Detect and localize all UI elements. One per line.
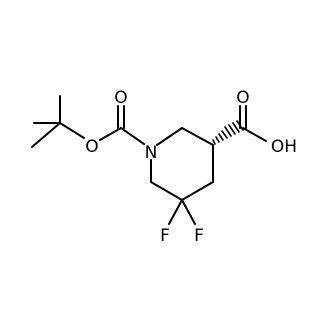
atom-label-o-carbonyl-boc: O xyxy=(114,88,127,108)
atom-label-o-carbonyl-acid: O xyxy=(236,88,249,108)
bond-tbu-methyl-bottom xyxy=(31,122,61,148)
stereo-hashed-wedge xyxy=(212,120,244,145)
atom-label-f-left: F xyxy=(160,226,170,246)
bond-ring-c5-c6 xyxy=(150,181,183,201)
bond-ring-c2-c3 xyxy=(181,127,214,146)
bond-tbu-oxygen xyxy=(59,122,85,139)
bond-ring-c4-c5 xyxy=(181,181,214,201)
atom-label-oh-acid: OH xyxy=(271,137,297,157)
bond-c5-fluorine-left xyxy=(168,199,183,225)
bond-acid-carbon-hydroxyl xyxy=(242,127,267,142)
bond-c5-fluorine-right xyxy=(181,199,196,225)
atom-label-o-ester-boc: O xyxy=(85,137,98,157)
bond-oxygen-carbonyl-carbon xyxy=(99,127,122,141)
bonds xyxy=(31,95,267,225)
bond-carbonyl-carbon-nitrogen xyxy=(120,127,145,145)
atom-label-n-ring: N xyxy=(145,143,158,163)
bond-ring-n-c2 xyxy=(156,127,183,146)
atom-label-f-right: F xyxy=(194,226,204,246)
